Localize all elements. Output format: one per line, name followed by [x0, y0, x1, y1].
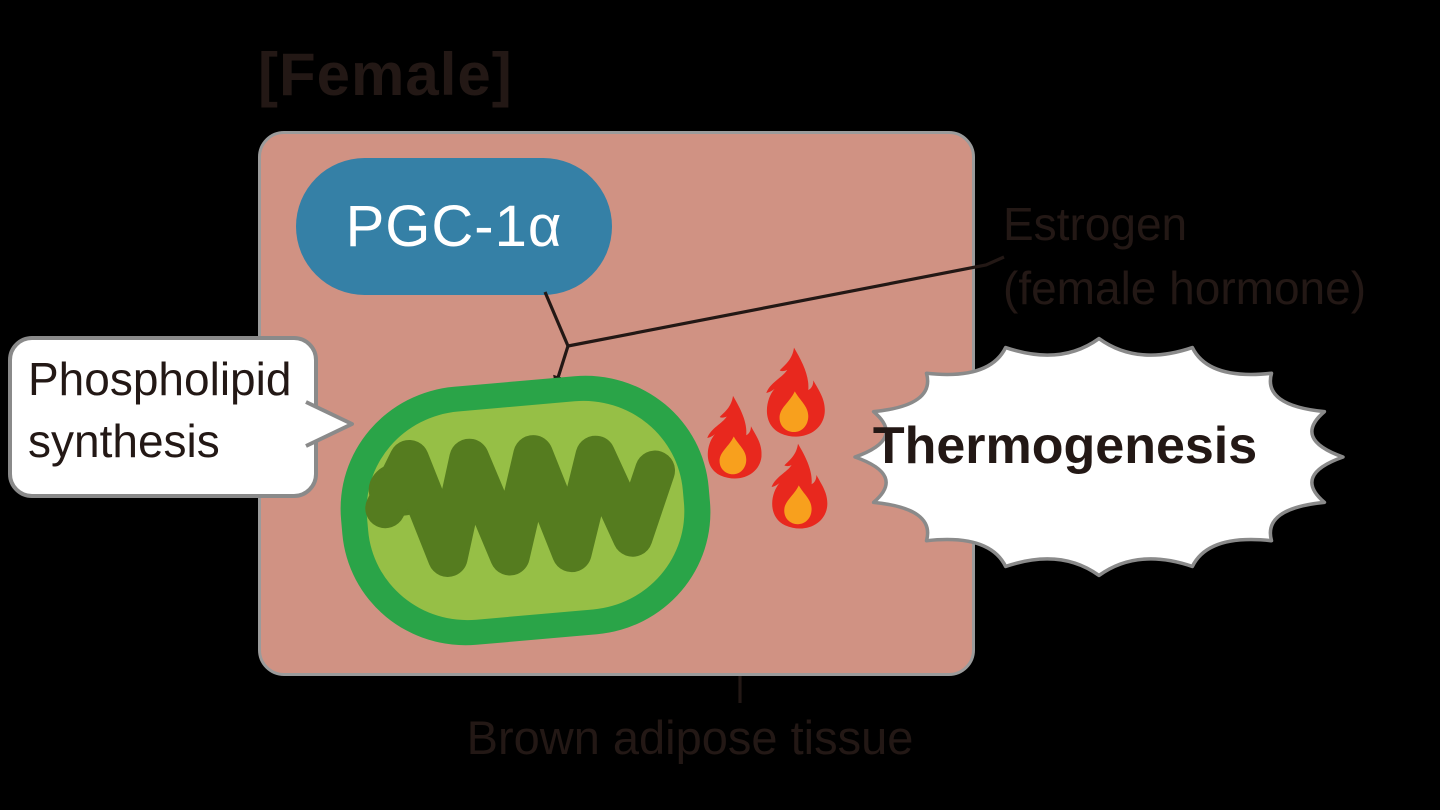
estrogen-line1: Estrogen — [1003, 198, 1188, 250]
speech-bubble-tail — [305, 400, 354, 448]
brown-adipose-tissue-label: Brown adipose tissue — [466, 711, 914, 764]
mitochondrion-icon — [340, 375, 711, 646]
mito-cristae — [365, 435, 676, 577]
phospholipid-line2: synthesis — [28, 415, 220, 467]
flame-icon — [771, 443, 828, 529]
thermogenesis-label: Thermogenesis — [872, 417, 1258, 475]
flame-icon — [766, 347, 825, 437]
estrogen-line2: (female hormone) — [1003, 262, 1367, 314]
thermogenesis-burst — [853, 336, 1345, 578]
flame-icon — [707, 395, 762, 479]
phospholipid-line1: Phospholipid — [28, 353, 292, 405]
pgc1a-label: PGC-1α — [345, 194, 563, 259]
pgc1a-pill: PGC-1α — [296, 158, 612, 295]
burst-shape — [853, 336, 1345, 578]
phospholipid-speech-bubble: Phospholipid synthesis — [8, 336, 318, 498]
figure-title: [Female] — [258, 41, 513, 108]
estrogen-label: Estrogen (female hormone) — [1003, 192, 1366, 320]
